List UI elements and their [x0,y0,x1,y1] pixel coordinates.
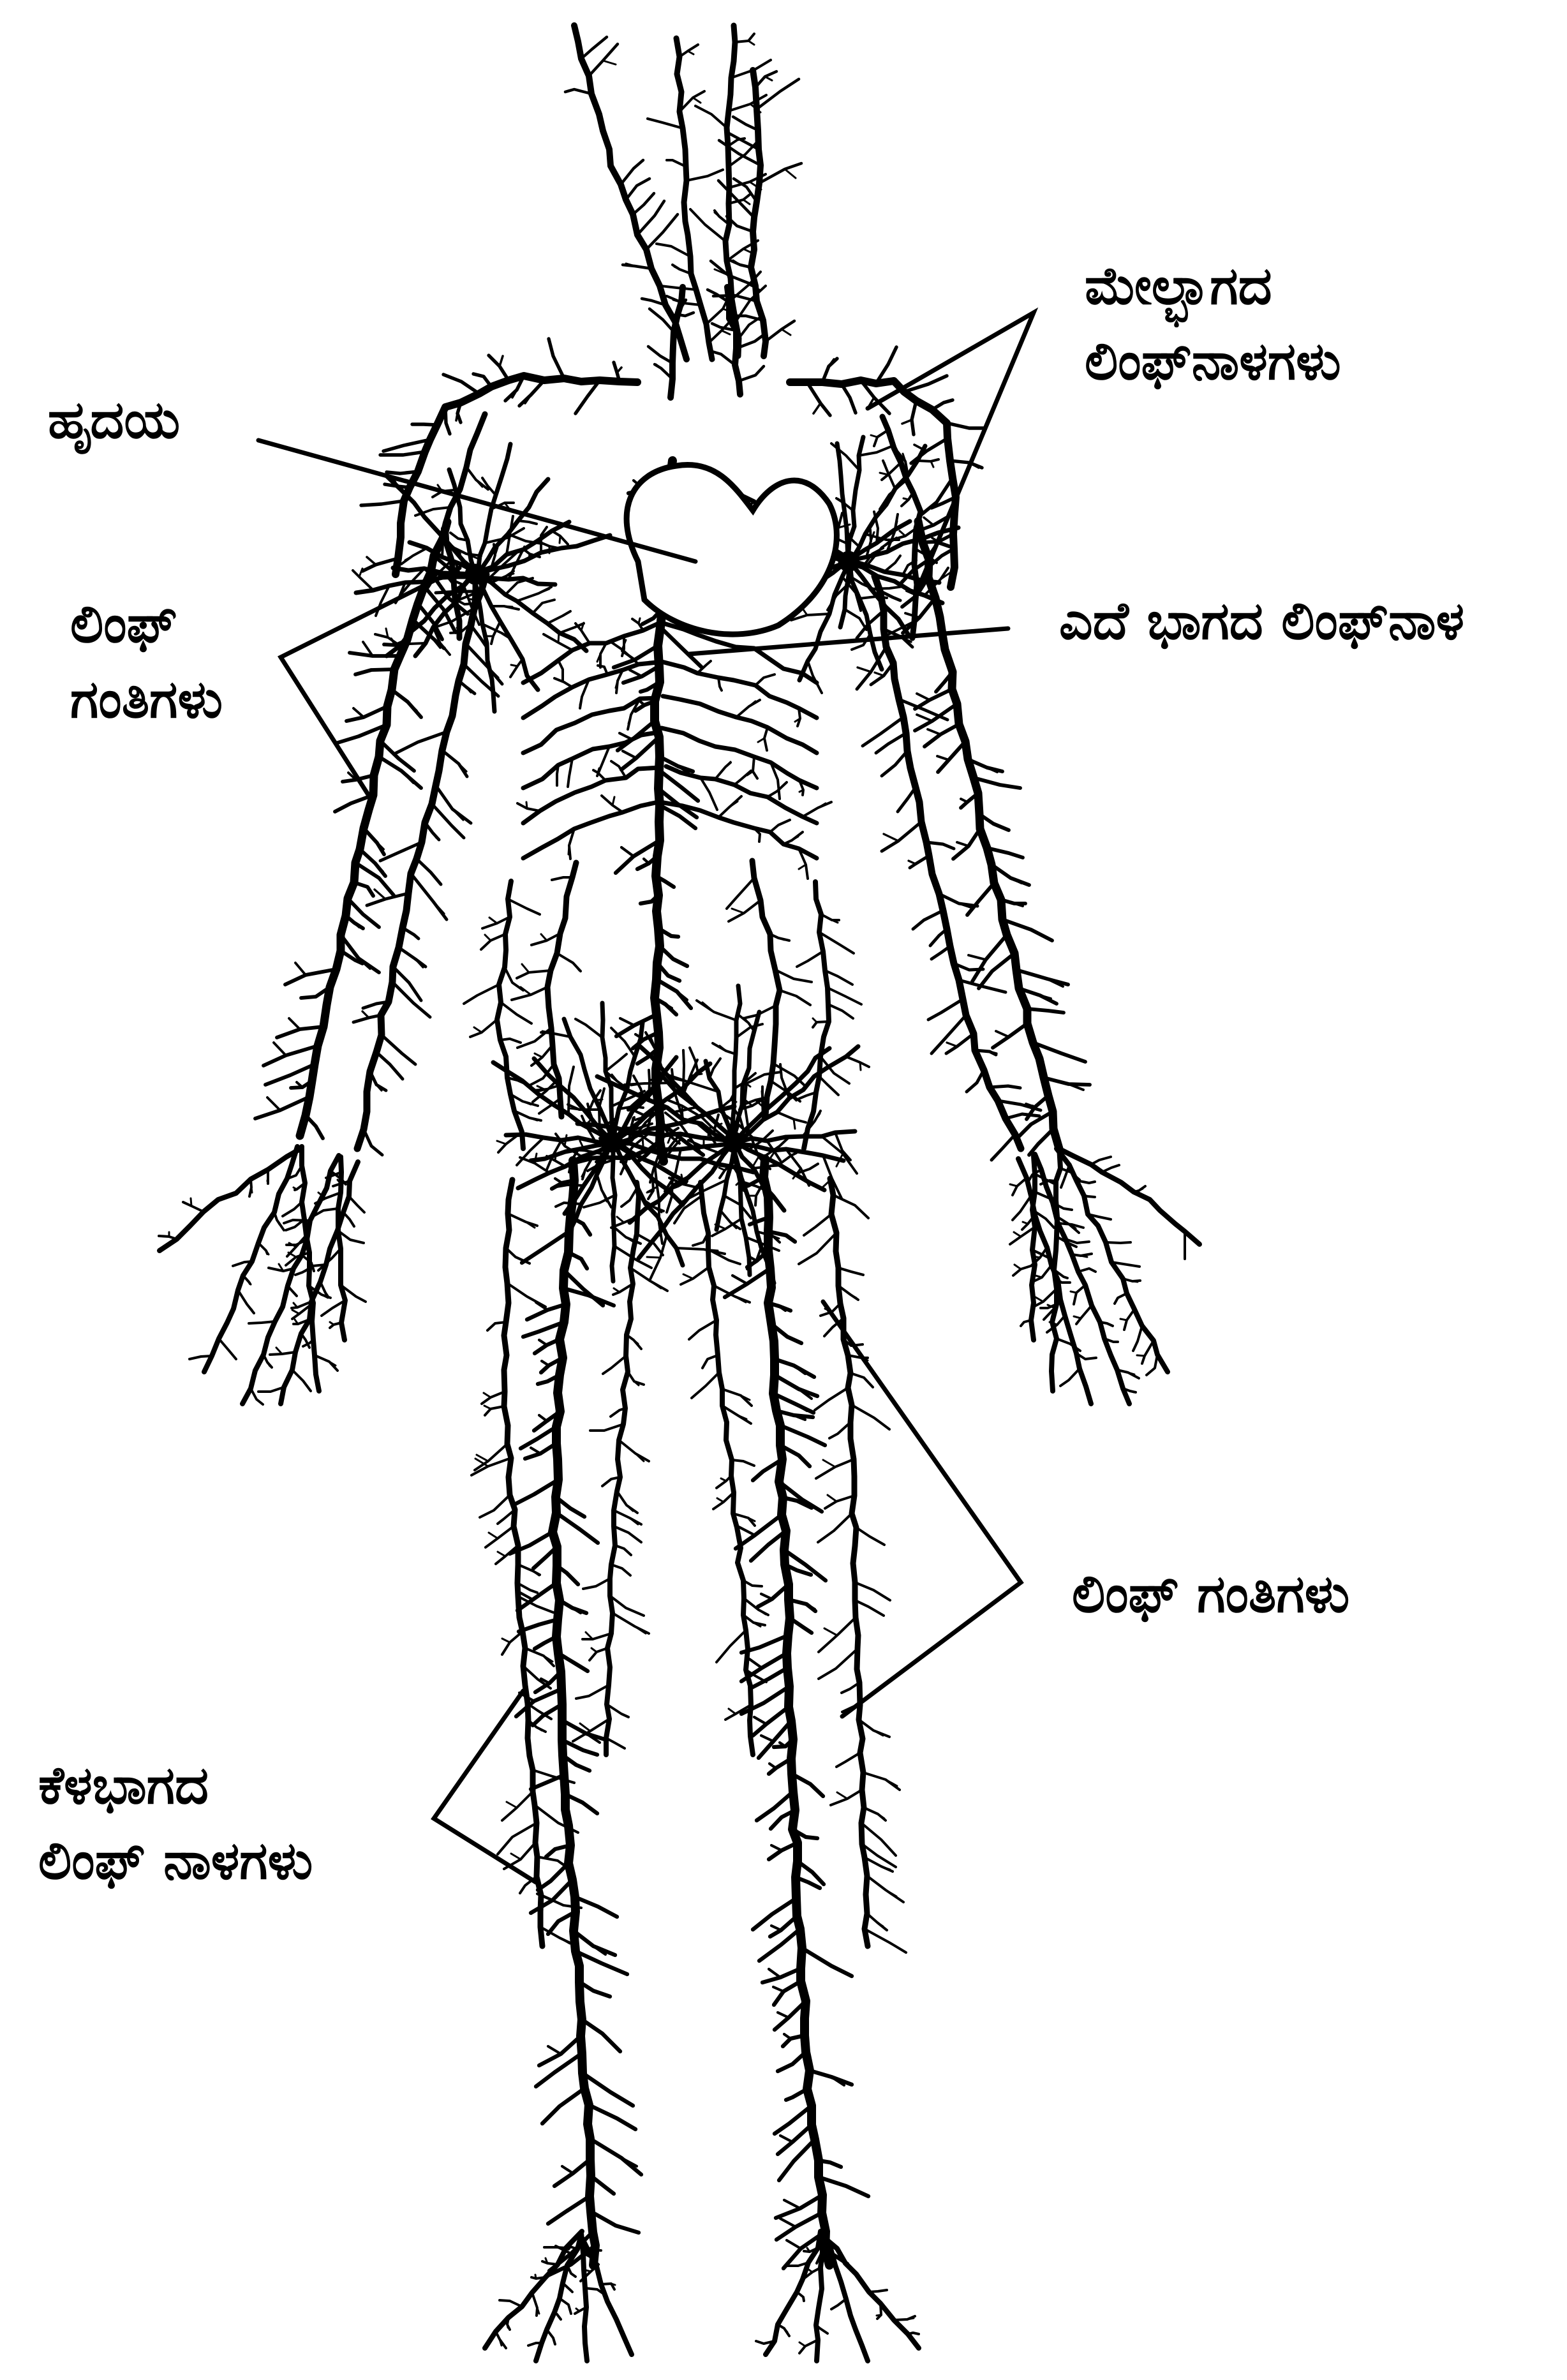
right-inguinal-node-twig [794,1119,795,1129]
left-inguinal-node-twig [632,1118,633,1125]
right-inguinal-node-twig [649,1070,650,1100]
left-foot-vessel-twig [569,2244,570,2247]
label-lymph-nodes-upper: ಲಿಂಫ್ ಗಂತಿಗಳು [70,587,223,738]
right-inguinal-node-core [724,1132,744,1152]
right-inguinal-node-twig [659,1223,660,1236]
right-arm-inner-twig [1022,1114,1034,1115]
right-hand-finger-twig [1081,1256,1087,1257]
right-hand-finger-twig [1099,1217,1105,1218]
left-shoulder-vessel-twig [412,424,437,425]
label-upper-lymph-vessels: ಮೇಲ್ಭಾಗದ ಲಿಂಫ್‌ನಾಳಗಳು [1085,249,1341,399]
left-chest-branch-twig [557,765,558,785]
left-chest-branch-twig [598,768,599,773]
left-foot-vessel-twig [535,2275,536,2279]
right-inguinal-node-twig [780,1067,782,1078]
right-axillary-node-core [838,551,859,572]
right-arm-inner-twig [1021,1104,1033,1106]
right-hand-finger-twig [1120,1319,1127,1320]
right-hand-finger-twig [1137,1355,1145,1356]
right-chest-outer-twig [903,498,909,500]
left-foot-vessel-twig [531,2277,546,2279]
left-chest-branch-twig [526,802,527,808]
right-hand-finger-twig [1130,1391,1134,1392]
left-thumb-twig [251,1187,252,1193]
label-chest-lymph-duct: ಎದೆ ಭಾಗದ ಲಿಂಫ್‌ನಾಳ [1059,584,1464,659]
left-inguinal-node-twig [570,1108,579,1110]
left-thumb-twig [267,1177,268,1181]
label-lymph-nodes-lower: ಲಿಂಫ್ ಗಂತಿಗಳು [1072,1557,1349,1632]
left-foot-vessel-twig [507,2324,508,2328]
left-foot-vessel-twig [544,2247,566,2248]
left-axillary-node-twig [511,665,517,666]
label-lower-lymph-vessels: ಕೆಳಭಾಗದ ಲಿಂಫ್ ನಾಳಗಳು [38,1748,313,1899]
right-inguinal-node-twig [860,1062,861,1070]
left-chest-branch-twig [639,618,640,623]
right-foot-vessel-twig [908,2333,919,2334]
right-hand-finger-twig [1106,1242,1131,1243]
right-hand-finger-twig [1071,1291,1076,1293]
left-shoulder-vessel-twig [456,413,457,420]
left-inguinal-node-twig [683,1055,684,1066]
right-foot-vessel-twig [907,2318,914,2319]
left-chest-branch-twig [568,845,569,854]
right-hand-finger-twig [1084,1196,1095,1197]
left-shoulder-vessel-twig [387,472,418,473]
left-inguinal-node-twig [647,1257,660,1258]
left-foot-vessel-twig [611,2284,615,2285]
left-axillary-node-twig [504,606,512,607]
right-hand-finger-twig [1127,1265,1136,1266]
label-heart: ಹೃದಯ [48,383,180,458]
right-foot-vessel-twig [877,2315,881,2316]
right-inguinal-node-twig [678,1110,683,1112]
right-hand-finger-twig [1133,1281,1138,1282]
